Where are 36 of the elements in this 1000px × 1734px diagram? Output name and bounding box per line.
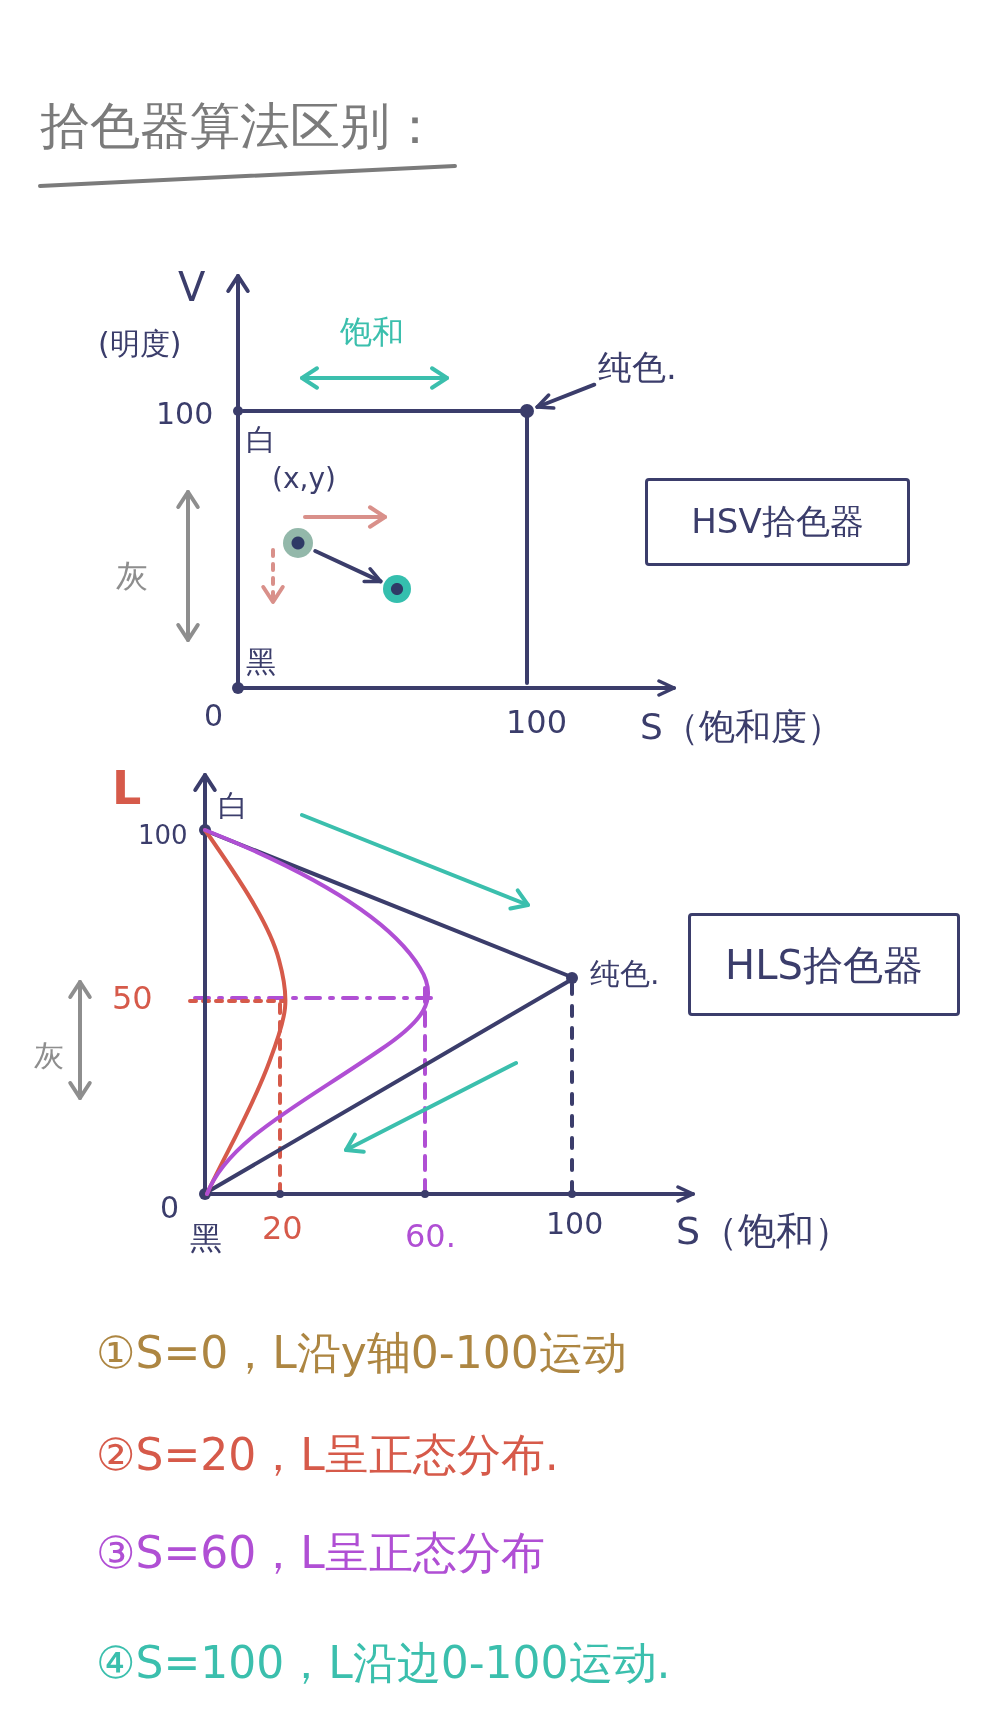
- axis-label: V: [178, 266, 206, 308]
- tick-label: 20: [262, 1212, 303, 1246]
- axis-label: (明度): [98, 328, 182, 360]
- corner-point: [520, 404, 534, 418]
- tick-label: 100: [546, 1208, 604, 1240]
- range-label: 灰: [34, 1040, 64, 1072]
- axis-label: S（饱和）: [676, 1212, 853, 1252]
- point-label: 黑: [246, 646, 276, 678]
- axis-label: L: [112, 764, 142, 813]
- title: 拾色器算法区别：: [40, 100, 440, 153]
- tick-label: 100: [156, 398, 214, 430]
- axis-label: S（饱和度）: [640, 708, 843, 746]
- coordinate-label: (x,y): [272, 464, 336, 494]
- note-text: ①S=0，L沿y轴0-100运动: [96, 1330, 627, 1377]
- tick-label: 50: [112, 982, 153, 1016]
- tick-label: 100: [506, 706, 568, 740]
- leader-arrow: [535, 382, 597, 410]
- start-point: [283, 528, 313, 558]
- picker-label-box: HLS拾色器: [688, 913, 960, 1016]
- tick-label: 100: [138, 822, 188, 850]
- point-label: 白: [218, 790, 248, 822]
- end-point: [383, 575, 411, 603]
- point-label: 纯色.: [598, 350, 677, 386]
- tick-label: 0: [160, 1192, 180, 1224]
- tick-label: 60.: [405, 1220, 456, 1254]
- tick-label: 0: [204, 700, 224, 732]
- note-text: ④S=100，L沿边0-100运动.: [96, 1640, 671, 1687]
- direction-label: 饱和: [340, 316, 404, 350]
- point-label: 白: [246, 424, 276, 456]
- point-label: 纯色.: [590, 958, 660, 990]
- note-text: ②S=20，L呈正态分布.: [96, 1432, 559, 1479]
- range-label: 灰: [116, 560, 148, 594]
- picker-label-box: HSV拾色器: [645, 478, 910, 566]
- arrow: [313, 549, 383, 584]
- point-label: 黑: [190, 1222, 222, 1256]
- note-text: ③S=60，L呈正态分布: [96, 1530, 545, 1577]
